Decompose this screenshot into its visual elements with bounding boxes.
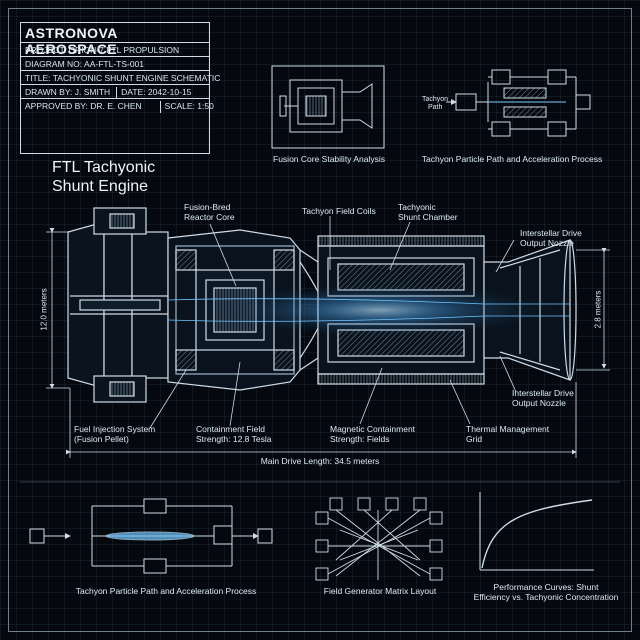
tachyon-beam [90, 284, 570, 336]
diagram-number-row: DIAGRAM NO: AA-FTL-TS-001 [21, 57, 209, 71]
bottom-tachyon-path-diagram [29, 498, 273, 574]
drawing-date: DATE: 2042-10-15 [116, 87, 191, 98]
project-row: PROJECT: ORION-7 FTL PROPULSION [21, 43, 209, 57]
bottom-tachyon-path-caption: Tachyon Particle Path and Acceleration P… [75, 586, 257, 596]
field-generator-matrix [315, 497, 443, 581]
nozzle-top-label: Interstellar Drive Output Nozzle [520, 228, 582, 248]
dimension-lines [46, 228, 610, 458]
thermal-line-2: Grid [466, 434, 483, 444]
field-coils-label: Tachyon Field Coils [302, 206, 376, 216]
tachyon-input-line-1: Tachyon [422, 96, 449, 103]
reactor-core-line-2: Reactor Core [184, 212, 235, 222]
performance-curve-plot [479, 492, 594, 571]
magnetic-containment-label: Magnetic Containment Strength: Fields [330, 424, 415, 444]
leader-lines [149, 216, 517, 429]
reactor-core-label: Fusion-Bred Reactor Core [184, 202, 235, 222]
drawing-title-row: TITLE: TACHYONIC SHUNT ENGINE SCHEMATIC [21, 71, 220, 85]
approval-row: APPROVED BY: DR. E. CHEN SCALE: 1:50 [21, 99, 214, 113]
nozzle-bottom-label: Interstellar Drive Output Nozzle [512, 388, 574, 408]
containment-line-1: Containment Field [196, 424, 265, 434]
main-title-line-1: FTL Tachyonic [52, 159, 156, 176]
drawn-by: DRAWN BY: J. SMITH [25, 87, 111, 97]
drawing-scale: SCALE: 1:50 [159, 101, 214, 113]
tachyon-path-thumbnail [446, 69, 591, 137]
shunt-chamber-label: Tachyonic Shunt Chamber [398, 202, 458, 222]
containment-line-2: Strength: 12.8 Tesla [196, 434, 272, 444]
approved-by: APPROVED BY: DR. E. CHEN [25, 101, 142, 111]
fuel-injection-label: Fuel Injection System (Fusion Pellet) [74, 424, 155, 444]
nozzle-top-line-1: Interstellar Drive [520, 228, 582, 238]
magnetic-line-2: Strength: Fields [330, 434, 390, 444]
nozzle-top-line-2: Output Nozzle [520, 238, 574, 248]
shunt-chamber-line-1: Tachyonic [398, 202, 436, 212]
tachyon-path-top-caption: Tachyon Particle Path and Acceleration P… [421, 154, 603, 164]
matrix-caption: Field Generator Matrix Layout [323, 586, 437, 596]
title-block: ASTRONOVA AEROSPACE PROJECT: ORION-7 FTL… [20, 22, 220, 154]
tachyon-input-line-2: Path [428, 104, 443, 111]
thermal-management-label: Thermal Management Grid [466, 424, 549, 444]
height-dimension-label: 12.0 meters [39, 288, 49, 331]
fusion-core-thumbnail [271, 65, 385, 149]
main-title-line-2: Shunt Engine [52, 178, 149, 195]
drawn-by-row: DRAWN BY: J. SMITH DATE: 2042-10-15 [21, 85, 209, 99]
thermal-line-1: Thermal Management [466, 424, 550, 434]
blueprint-border [8, 8, 632, 632]
company-name: ASTRONOVA AEROSPACE [21, 23, 209, 57]
performance-curves-caption: Performance Curves: Shunt Efficiency vs.… [466, 582, 626, 602]
fusion-core-caption: Fusion Core Stability Analysis [273, 154, 385, 164]
reactor-core-line-1: Fusion-Bred [184, 202, 231, 212]
nozzle-bottom-line-2: Output Nozzle [512, 398, 566, 408]
fuel-injection-line-2: (Fusion Pellet) [74, 434, 129, 444]
curves-caption-line-1: Performance Curves: Shunt [493, 582, 599, 592]
magnetic-line-1: Magnetic Containment [330, 424, 416, 434]
nozzle-bottom-line-1: Interstellar Drive [512, 388, 574, 398]
main-title: FTL Tachyonic Shunt Engine [52, 158, 155, 196]
length-dimension-label: Main Drive Length: 34.5 meters [260, 456, 380, 466]
tachyon-input-label: Tachyon Path [422, 96, 448, 112]
fuel-injection-line-1: Fuel Injection System [74, 424, 156, 434]
shunt-chamber-line-2: Shunt Chamber [398, 212, 458, 222]
nozzle-diameter-label: 2.8 meters [593, 290, 603, 329]
curves-caption-line-2: Efficiency vs. Tachyonic Concentration [473, 592, 619, 602]
containment-field-label: Containment Field Strength: 12.8 Tesla [196, 424, 271, 444]
